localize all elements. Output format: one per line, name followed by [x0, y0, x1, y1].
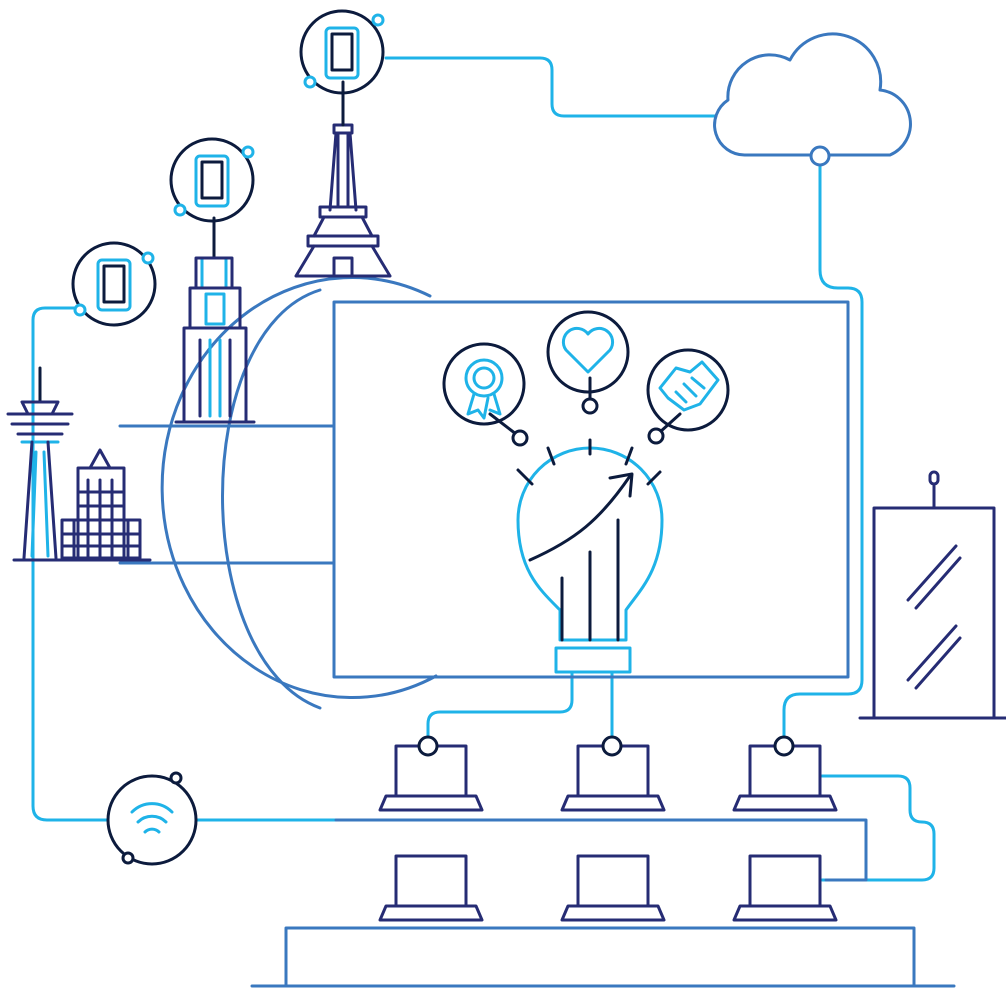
bulb-to-left-laptop-line	[426, 670, 574, 744]
wifi-icon	[106, 771, 198, 866]
space-needle-icon	[6, 366, 74, 560]
presentation-board	[332, 300, 850, 679]
growth-arrow-icon	[528, 472, 634, 562]
laptop-node	[601, 735, 623, 757]
office-building-icon	[12, 448, 152, 562]
eiffel-tower-icon	[294, 80, 392, 278]
globe-icon	[118, 276, 438, 710]
laptop-icon	[732, 854, 838, 922]
laptop-node	[773, 735, 795, 757]
skyscraper-icon	[174, 216, 256, 424]
mobile-device-icon	[169, 137, 255, 223]
cloud-to-laptop-line	[782, 163, 864, 744]
connection-lines	[31, 56, 936, 882]
laptop-icon	[560, 854, 666, 922]
shelves	[250, 818, 956, 988]
heart-icon	[546, 310, 630, 394]
left-phone-to-wifi-line	[31, 306, 110, 822]
glass-door-icon	[858, 470, 1006, 720]
laptop-icon	[378, 854, 484, 922]
mobile-device-icon	[299, 9, 385, 95]
phone-to-cloud-line	[384, 56, 718, 118]
lightbulb-icon	[488, 376, 682, 674]
laptop-node	[417, 735, 439, 757]
laptop-grid	[378, 744, 838, 922]
award-ribbon-icon	[442, 342, 526, 426]
cloud-icon	[713, 32, 912, 167]
handshake-icon	[646, 348, 730, 432]
mobile-device-icon	[71, 241, 157, 327]
right-cable-loop	[820, 774, 936, 882]
